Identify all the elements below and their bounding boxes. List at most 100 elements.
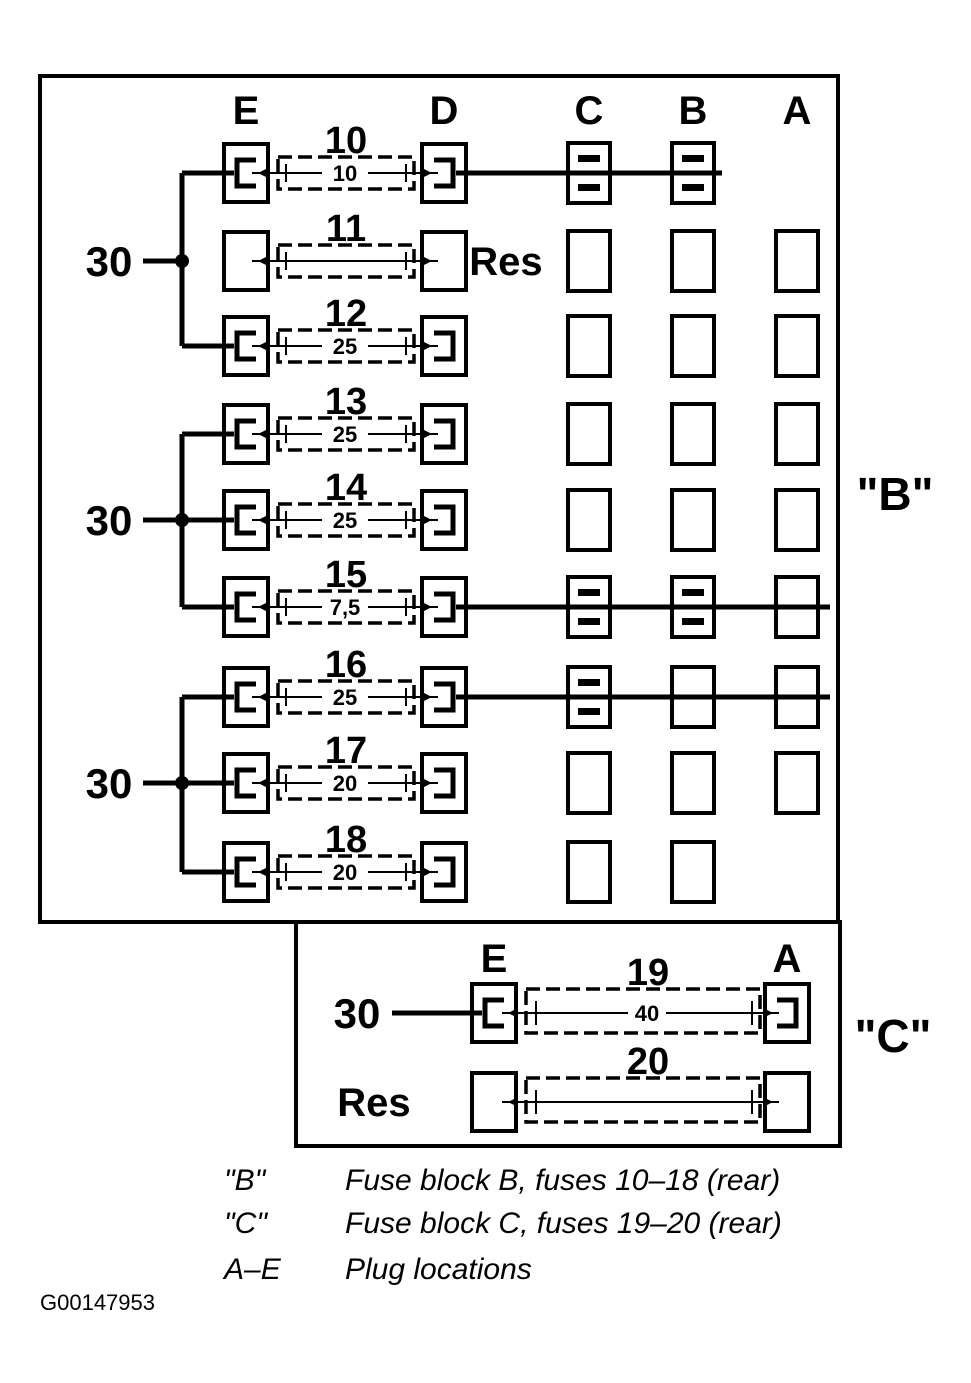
plug-c-box — [566, 314, 612, 378]
terminal-d — [434, 856, 456, 888]
terminal-d — [434, 767, 456, 799]
plug-header-c-e: E — [481, 937, 508, 981]
plug-a-box — [774, 402, 820, 466]
fuse-arrow-right — [422, 341, 432, 351]
plug-b-box — [670, 402, 716, 466]
terminal-30-label: 30 — [86, 238, 133, 285]
legend-text-b: Fuse block B, fuses 10–18 (rear) — [345, 1164, 780, 1197]
fuse-arrow-right — [422, 168, 432, 178]
fuse-number-11: 11 — [326, 208, 366, 250]
fuse-arrow-left — [508, 1097, 518, 1107]
plug-b-box — [670, 840, 716, 904]
fuse-arrow-right — [422, 429, 432, 439]
plug-c-slot-top — [578, 679, 600, 686]
terminal-e — [234, 504, 256, 536]
plug-a-box — [774, 314, 820, 378]
legend-key-b: "B" — [224, 1164, 267, 1197]
legend-text-c: Fuse block C, fuses 19–20 (rear) — [345, 1207, 782, 1240]
fuse-arrow-left — [258, 602, 268, 612]
plug-c-box — [566, 402, 612, 466]
reserve-label-b: Res — [469, 240, 542, 284]
fuse-arrow-left — [258, 692, 268, 702]
fuse-arrow-right — [422, 867, 432, 877]
fuse-arrow-right — [763, 1008, 773, 1018]
block-b-label: "B" — [857, 468, 934, 520]
plug-e-box — [222, 230, 270, 292]
terminal-e — [234, 681, 256, 713]
plug-header-c: C — [575, 89, 604, 133]
fuse-arrow-left — [258, 168, 268, 178]
fuse-arrow-right — [763, 1097, 773, 1107]
fuse-body — [524, 1076, 762, 1124]
plug-c-box — [566, 751, 612, 815]
fuse-arrow-left — [258, 341, 268, 351]
terminal-a — [777, 997, 799, 1029]
fuse-arrow-left — [258, 256, 268, 266]
reserve-label-c: Res — [337, 1081, 410, 1125]
terminal-d — [434, 157, 456, 189]
fuse-arrow-left — [258, 515, 268, 525]
fuse-arrow-left — [258, 867, 268, 877]
legend-key-c: "C" — [224, 1207, 268, 1240]
terminal-d — [434, 418, 456, 450]
fuse-rating-13: 25 — [333, 422, 357, 447]
rating-backdrop — [322, 771, 368, 793]
fuse-number-17: 17 — [325, 730, 367, 772]
plug-header-b: B — [679, 89, 708, 133]
plug-header-e: E — [233, 89, 260, 133]
fuse-number-10: 10 — [325, 120, 367, 162]
rating-backdrop — [322, 422, 368, 444]
fuse-number-19: 19 — [627, 952, 669, 994]
feed-group-3: 30 — [86, 694, 234, 875]
block-c-label: "C" — [855, 1010, 932, 1062]
plug-b-box — [670, 314, 716, 378]
terminal-30-label: 30 — [86, 497, 133, 544]
fuse-rating-14: 25 — [333, 508, 357, 533]
plug-b-box — [670, 488, 716, 552]
feed-wires-b: 30 30 30 — [86, 170, 234, 875]
fuse-number-18: 18 — [325, 819, 367, 861]
terminal-d — [434, 504, 456, 536]
feed-junction — [175, 254, 189, 268]
plug-c-box — [566, 488, 612, 552]
plug-c-box — [566, 229, 612, 293]
rating-backdrop — [322, 334, 368, 356]
fuse-arrow-right — [422, 256, 432, 266]
fuse-block-c-frame — [294, 920, 842, 1148]
plug-b-slot-bottom — [682, 184, 704, 191]
fuse-arrow-left — [258, 778, 268, 788]
legend-key-plugs: A–E — [222, 1253, 282, 1286]
fuse-rating-10: 10 — [333, 161, 357, 186]
rating-backdrop — [322, 595, 368, 617]
fuse-number-15: 15 — [325, 554, 367, 596]
plug-c-slot-top — [578, 589, 600, 596]
plug-b-slot-top — [682, 155, 704, 162]
rating-backdrop — [322, 860, 368, 882]
terminal-e — [234, 330, 256, 362]
plug-c-box — [566, 840, 612, 904]
rating-backdrop — [322, 685, 368, 707]
figure-code: G00147953 — [40, 1290, 155, 1315]
fuse-rating-17: 20 — [333, 771, 357, 796]
plug-b-slot-top — [682, 589, 704, 596]
plug-b-box — [670, 229, 716, 293]
feed-group-2: 30 — [86, 431, 234, 610]
plug-a-box — [774, 488, 820, 552]
fuse-rating-19: 40 — [635, 1001, 659, 1026]
rating-backdrop — [322, 508, 368, 530]
fuse-arrow-left — [508, 1008, 518, 1018]
fuse-arrow-right — [422, 692, 432, 702]
plug-b-slot-bottom — [682, 618, 704, 625]
plug-a-box — [774, 229, 820, 293]
terminal-30-label-c: 30 — [334, 990, 381, 1037]
terminal-d — [434, 330, 456, 362]
fuse-rating-18: 20 — [333, 860, 357, 885]
